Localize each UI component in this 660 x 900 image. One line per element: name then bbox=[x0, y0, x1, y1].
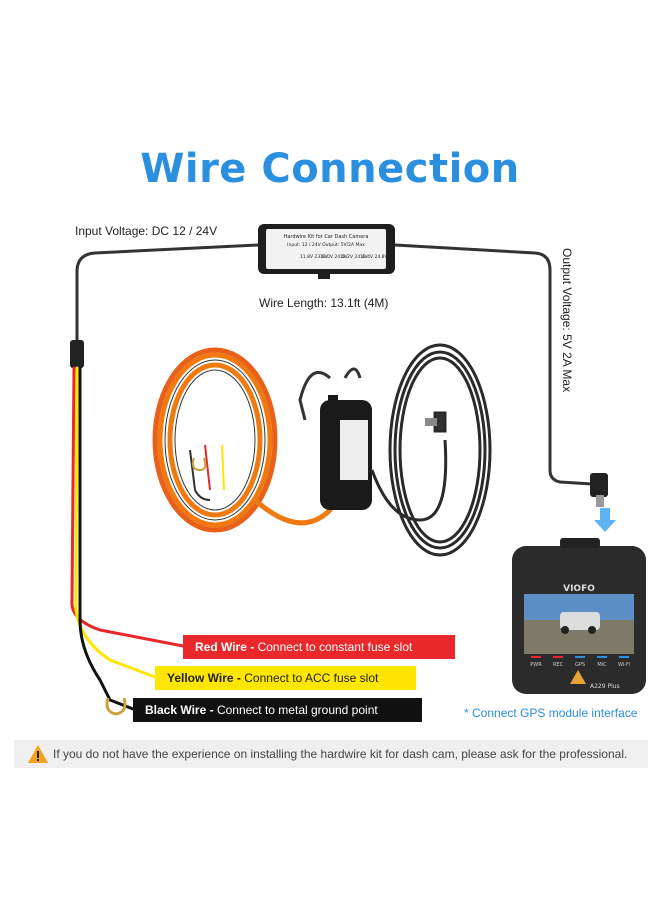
connect-arrow-icon bbox=[594, 508, 616, 532]
red-wire-sep: - bbox=[246, 640, 258, 654]
camera-brand: VIOFO bbox=[563, 584, 595, 594]
left-wire-bundle bbox=[70, 340, 185, 711]
top-hardwire-box: Hardwire Kit for Car Dash Camera Input: … bbox=[258, 224, 395, 279]
warning-icon bbox=[28, 745, 48, 763]
yellow-wire-sep: - bbox=[233, 671, 245, 685]
yellow-wire-name: Yellow Wire bbox=[167, 671, 234, 685]
warning-bar bbox=[14, 740, 648, 768]
orange-coil-cable bbox=[152, 347, 338, 533]
camera-button-label: GPS bbox=[575, 662, 585, 668]
center-hardwire-module bbox=[298, 367, 372, 510]
box-spec: Input: 12 / 24V Output: 5V/2A Max bbox=[287, 242, 365, 248]
box-title: Hardwire Kit for Car Dash Camera bbox=[284, 234, 369, 240]
box-v2: 12.0V 24.0V bbox=[320, 254, 349, 260]
camera-buttons: PWR REC GPS MIC Wi-Fi bbox=[530, 656, 630, 668]
box-v3: 12.2V 24.4V bbox=[340, 254, 369, 260]
yellow-wire-desc: Connect to ACC fuse slot bbox=[244, 671, 379, 685]
camera-button-label: Wi-Fi bbox=[618, 662, 630, 668]
black-wire-sep: - bbox=[206, 703, 217, 717]
camera-button-label: PWR bbox=[530, 662, 542, 668]
input-voltage-label: Input Voltage: DC 12 / 24V bbox=[75, 224, 218, 238]
camera-button-led bbox=[575, 656, 585, 658]
camera-button-led bbox=[619, 656, 629, 658]
page-title: Wire Connection bbox=[140, 146, 520, 192]
black-wire-callout: Black Wire - Connect to metal ground poi… bbox=[133, 698, 422, 722]
red-wire-callout: Red Wire - Connect to constant fuse slot bbox=[183, 635, 455, 659]
yellow-wire-callout: Yellow Wire - Connect to ACC fuse slot bbox=[155, 666, 416, 690]
red-wire-desc: Connect to constant fuse slot bbox=[257, 640, 413, 654]
camera-button-led bbox=[531, 656, 541, 658]
camera-button-label: MIC bbox=[597, 662, 607, 668]
camera-model: A229 Plus bbox=[590, 683, 620, 690]
main-cable bbox=[75, 243, 594, 486]
camera-button-led bbox=[597, 656, 607, 658]
black-wire-name: Black Wire bbox=[145, 703, 207, 717]
box-v1: 11.8V 23.6V bbox=[300, 254, 329, 260]
gps-note: * Connect GPS module interface bbox=[464, 706, 638, 720]
red-wire-name: Red Wire bbox=[195, 640, 247, 654]
mini-ring-icon bbox=[191, 457, 207, 472]
warning-text: If you do not have the experience on ins… bbox=[53, 747, 628, 761]
box-v4: 12.4V 24.8V bbox=[360, 254, 389, 260]
usb-c-plug bbox=[590, 473, 608, 507]
camera-button-label: REC bbox=[553, 662, 564, 668]
black-wire-desc: Connect to metal ground point bbox=[216, 703, 378, 717]
output-voltage-label: Output Voltage: 5V 2A Max bbox=[560, 248, 574, 393]
black-coil-cable bbox=[370, 343, 492, 557]
dash-camera: VIOFO PWR REC GPS MIC Wi-Fi A229 Plus bbox=[512, 538, 646, 694]
wire-length-label: Wire Length: 13.1ft (4M) bbox=[259, 296, 389, 310]
ring-terminal-icon bbox=[105, 697, 127, 716]
camera-button-led bbox=[553, 656, 563, 658]
